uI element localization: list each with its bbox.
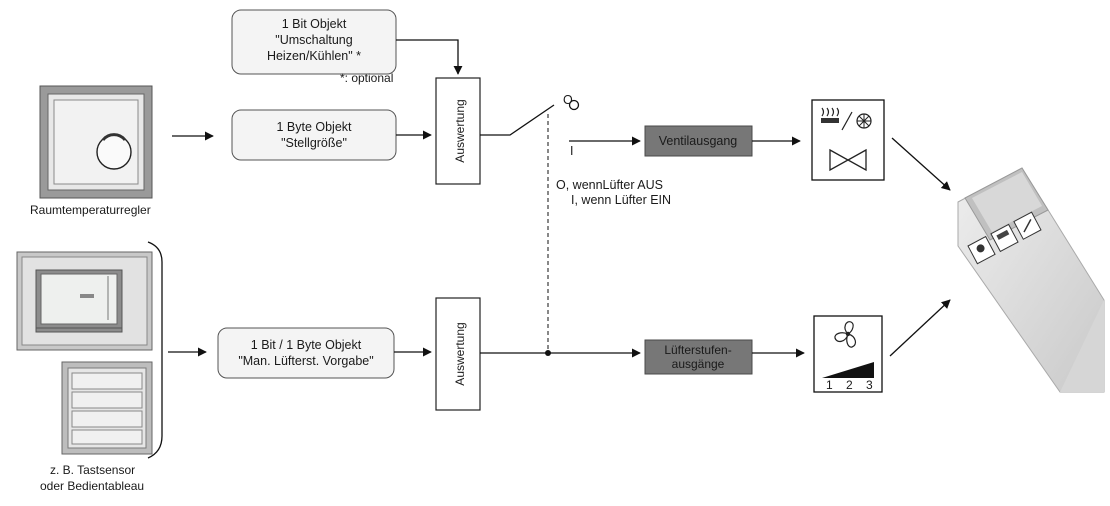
manual-fan-object-box: 1 Bit / 1 Byte Objekt "Man. Lüfterst. Vo… [217,327,395,379]
sensor-label-line1: z. B. Tastsensor [50,463,135,477]
junction-dot [545,350,551,356]
control-value-object-box: 1 Byte Objekt "Stellgröße" [231,109,397,161]
connection-lines [168,39,951,358]
optional-note: *: optional [340,71,393,85]
evaluation-block-top: Auswertung [435,77,481,185]
valve-icon [829,148,867,172]
heating-icon [821,107,840,123]
fan-coil-unit-device [957,167,1105,393]
switch-note-line2: I, wenn Lüfter EIN [571,193,671,207]
svg-text:Lüfterstufen-: Lüfterstufen- [664,343,731,357]
switch-open-label: O [563,93,573,107]
valve-output-block: Ventilausgang [644,125,753,157]
fan-icon [834,321,857,348]
switchover-object-box: 1 Bit Objekt "Umschaltung Heizen/Kühlen"… [231,9,397,75]
svg-text:Heizen/Kühlen" *: Heizen/Kühlen" * [267,49,361,63]
snowflake-icon [856,113,872,129]
fan-symbol-box: 1 2 3 [813,315,883,393]
svg-text:Auswertung: Auswertung [453,322,467,385]
panel-device [16,251,153,351]
valve-symbol-box [811,99,885,181]
thermostat-label: Raumtemperaturregler [30,203,151,217]
svg-text:Ventilausgang: Ventilausgang [659,134,738,148]
svg-text:Auswertung: Auswertung [453,99,467,162]
switch-closed-label: I [570,144,573,158]
svg-text:1: 1 [826,378,833,392]
svg-text:1 Byte Objekt: 1 Byte Objekt [276,120,352,134]
push-button-sensor-device [61,361,153,455]
switch-note-line1: O, wennLüfter AUS [556,178,663,192]
evaluation-block-bottom: Auswertung [435,297,481,411]
svg-text:2: 2 [846,378,853,392]
svg-text:"Umschaltung: "Umschaltung [275,33,352,47]
svg-text:ausgänge: ausgänge [672,357,725,371]
fan-speed-ramp-icon [822,362,874,378]
sensor-label-line2: oder Bedientableau [40,479,144,493]
svg-text:3: 3 [866,378,873,392]
room-thermostat-device [39,85,153,199]
svg-text:"Man. Lüfterst. Vorgabe": "Man. Lüfterst. Vorgabe" [238,354,373,368]
svg-text:1 Bit / 1 Byte Objekt: 1 Bit / 1 Byte Objekt [251,338,362,352]
thermostat-knob-icon [96,134,132,170]
svg-text:1 Bit Objekt: 1 Bit Objekt [282,17,347,31]
input-group-bracket [147,241,163,459]
fan-stage-output-block: Lüfterstufen- ausgänge [644,339,753,375]
switch-contact-icon [568,99,580,111]
svg-text:"Stellgröße": "Stellgröße" [281,136,347,150]
